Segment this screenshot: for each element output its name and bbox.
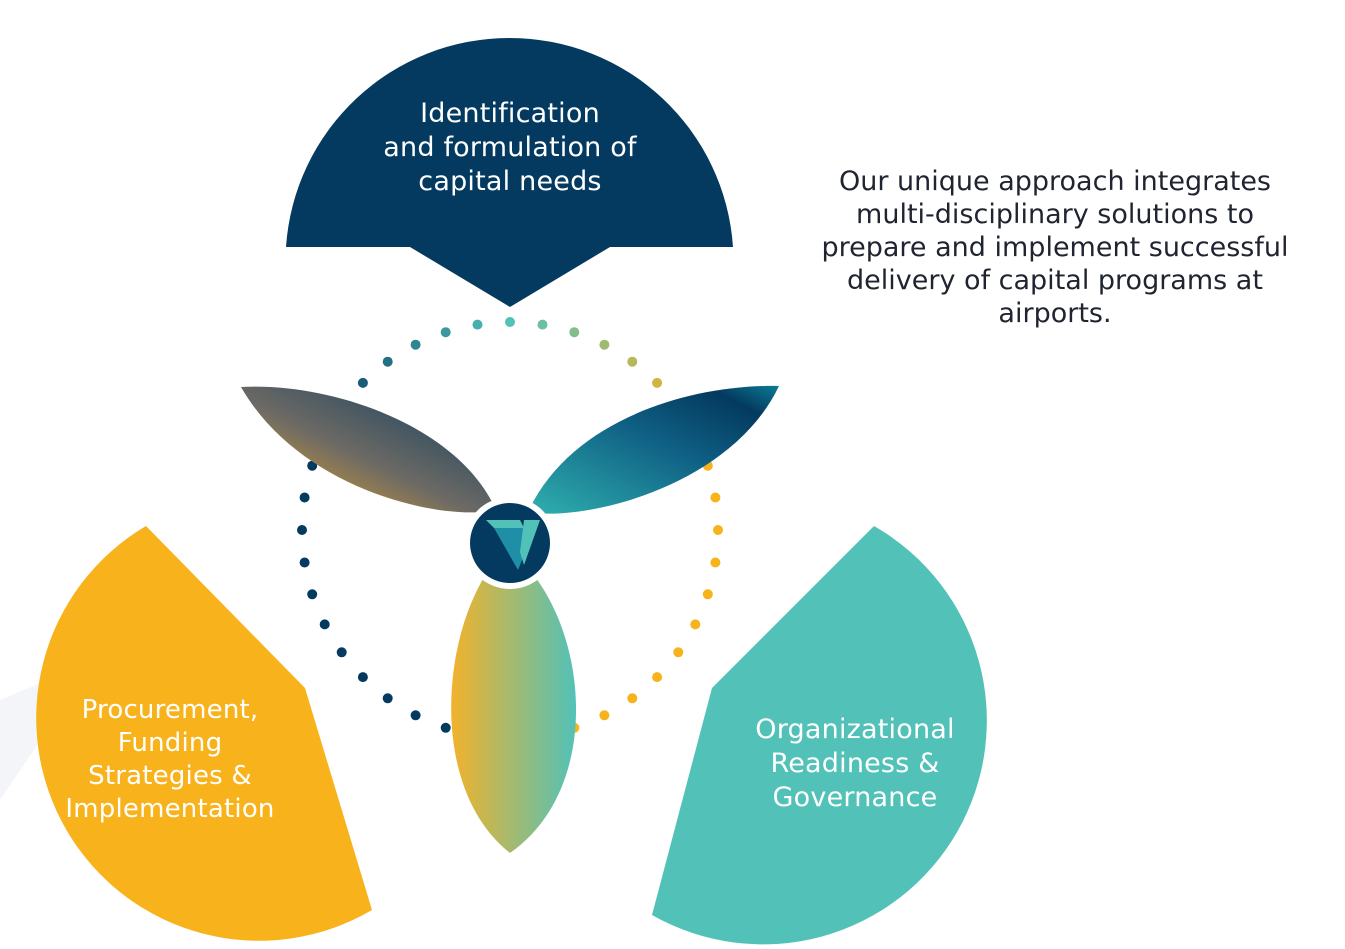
- ring-dot: [599, 710, 610, 721]
- ring-dot: [702, 589, 713, 600]
- ring-dot: [690, 619, 701, 630]
- petal-left: [241, 386, 496, 513]
- ring-dot: [357, 672, 368, 683]
- ring-dot: [627, 693, 638, 704]
- ring-dot: [410, 339, 421, 350]
- ring-dot: [319, 619, 330, 630]
- ring-dot: [652, 377, 663, 388]
- ring-dot: [336, 647, 347, 658]
- ring-dot: [505, 317, 515, 327]
- segment-governance[interactable]: [652, 526, 987, 945]
- ring-dot: [357, 377, 368, 388]
- ring-dot: [710, 492, 721, 503]
- ring-dot: [440, 722, 451, 733]
- ring-dot: [627, 356, 638, 367]
- ring-dot: [710, 557, 721, 568]
- ring-dot: [410, 710, 421, 721]
- ring-dot: [440, 327, 451, 338]
- petal-right: [528, 385, 779, 514]
- ring-dot: [297, 525, 307, 535]
- ring-dot: [599, 339, 610, 350]
- ring-dot: [569, 327, 580, 338]
- petal-bottom: [451, 568, 577, 853]
- ring-dot: [673, 647, 684, 658]
- segment-procurement[interactable]: [36, 526, 373, 941]
- ring-dot: [537, 319, 548, 330]
- ring-dot: [652, 672, 663, 683]
- v-logo-icon: [486, 520, 540, 570]
- ring-dot: [472, 319, 483, 330]
- ring-dot: [713, 525, 723, 535]
- segment-identification[interactable]: [286, 37, 733, 307]
- ring-dot: [307, 460, 318, 471]
- ring-dot: [382, 356, 393, 367]
- segment-procurement-label: Procurement, Funding Strategies & Implem…: [65, 695, 275, 824]
- ring-dot: [307, 589, 318, 600]
- ring-dot: [299, 492, 310, 503]
- segment-identification-label: Identification and formulation of capita…: [383, 98, 637, 197]
- ring-dot: [382, 693, 393, 704]
- ring-dot: [299, 557, 310, 568]
- intro-text: Our unique approach integrates multi-dis…: [821, 166, 1289, 329]
- segment-governance-label: Organizational Readiness & Governance: [755, 714, 955, 813]
